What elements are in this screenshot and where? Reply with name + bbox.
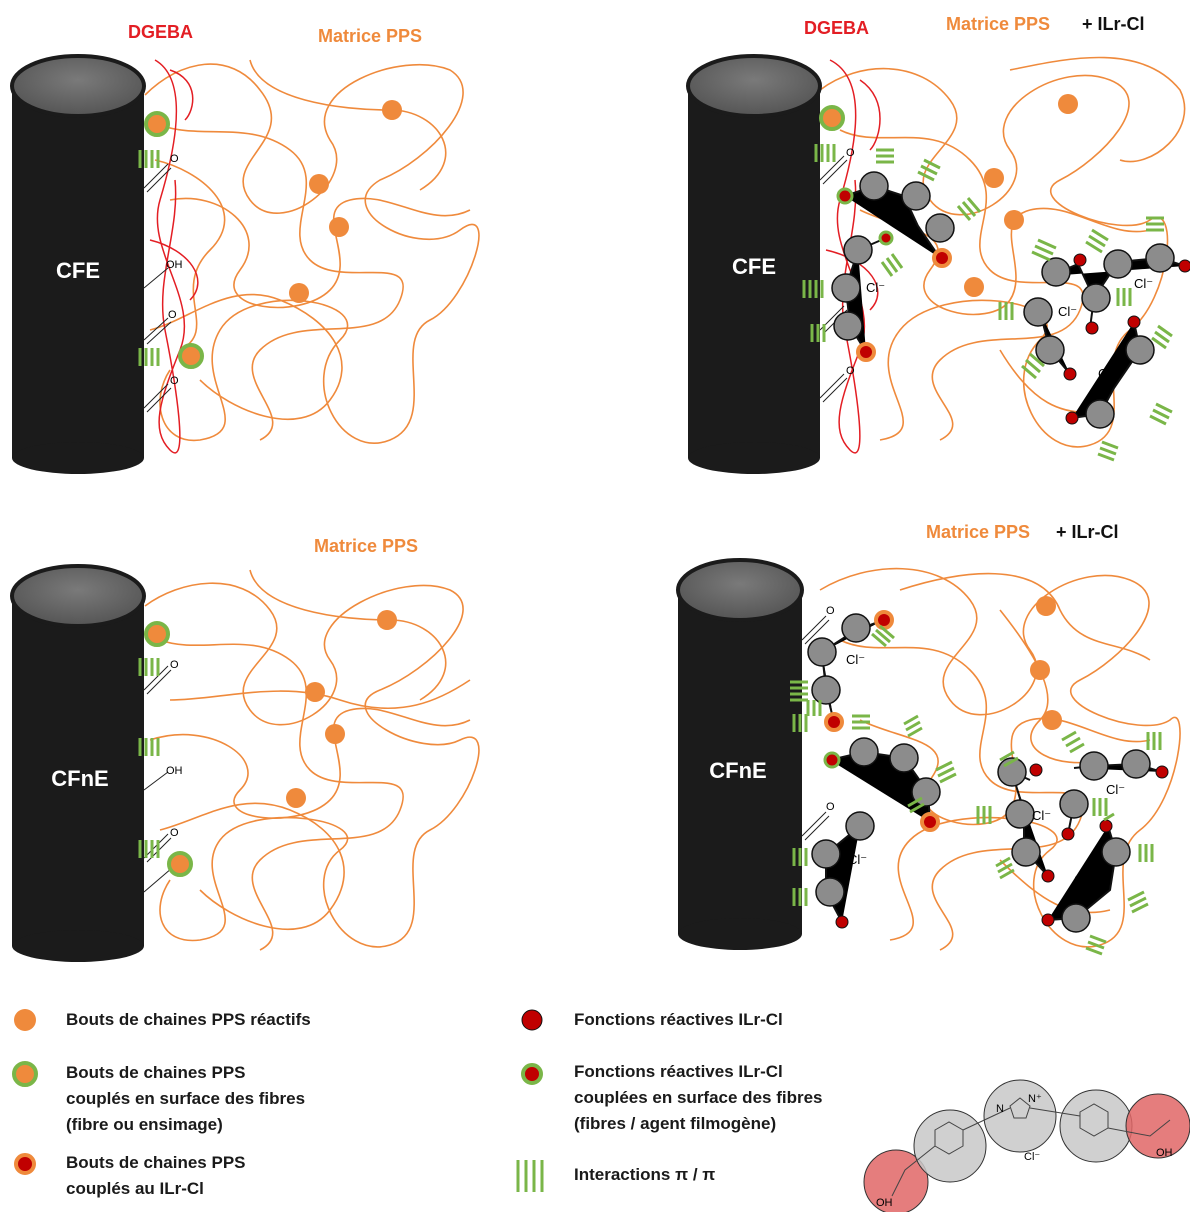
chloride-label: Cl⁻ [876, 772, 895, 787]
ilr-reactive-function [835, 763, 1169, 929]
hydroxyl-label: OH [166, 765, 183, 777]
chloride-label: Cl⁻ [1098, 366, 1117, 381]
chloride-label: Cl⁻ [866, 280, 885, 295]
carbonyl-o: O [826, 801, 835, 813]
molecule-cl: Cl⁻ [1024, 1151, 1040, 1163]
matrix-label: Matrice PPS [946, 14, 1050, 34]
pps-reactive-ends [289, 100, 402, 303]
ilr-cl-molecule: N⁺ N Cl⁻ OH OH [863, 1079, 1190, 1212]
panel-top-right: DGEBA Matrice PPS + ILr-Cl CFE O O [686, 14, 1190, 474]
carbonyl-o: O [846, 365, 855, 377]
carbonyl-o: O [846, 147, 855, 159]
hydroxyl-label: OH [166, 259, 183, 271]
pps-reactive-ends [964, 94, 1078, 297]
molecule-n: N [996, 1103, 1004, 1115]
ilr-reactive-function [1063, 253, 1190, 425]
pps-chains [819, 56, 1186, 448]
carbonyl-o: O [170, 659, 179, 671]
legend-symbols [12, 1009, 544, 1192]
pps-reactive-ends [1030, 596, 1062, 730]
carbonyl-o: O [170, 153, 179, 165]
fiber-label: CFnE [51, 766, 108, 791]
pps-reactive-ends [286, 610, 397, 808]
legend-coupled-ilr-symbol [14, 1153, 36, 1175]
pps-coupled-ilr-ends [824, 610, 940, 832]
legend-reactive-ends: Bouts de chaines PPS réactifs [66, 1010, 311, 1029]
molecule-n-plus: N⁺ [1028, 1093, 1042, 1105]
fiber-cfne [676, 558, 804, 950]
legend-ilr-functions: Fonctions réactives ILr-Cl [574, 1010, 783, 1029]
dgeba-label: DGEBA [804, 18, 869, 38]
pps-coupled-ilr-ends [856, 248, 952, 362]
panel-bottom-left: Matrice PPS CFnE O OH O [10, 536, 480, 962]
pps-chains [144, 569, 480, 951]
pps-coupled-fiber-ends [144, 111, 204, 369]
carbonyl-o: O [170, 827, 179, 839]
dgeba-chains [149, 59, 199, 454]
legend-interactions: Interactions π / π [574, 1165, 716, 1184]
fiber-label: CFE [732, 254, 776, 279]
legend-ilr-function-symbol [521, 1009, 543, 1031]
ilr-bonds [821, 619, 1163, 923]
surface-groups [801, 615, 830, 841]
carbonyl-o: O [170, 375, 179, 387]
pps-coupled-fiber-ends [144, 621, 193, 877]
ilr-label: + ILr-Cl [1082, 14, 1145, 34]
surface-groups [143, 163, 172, 413]
carbonyl-o: O [168, 309, 177, 321]
chloride-label: Cl⁻ [1032, 808, 1051, 823]
legend-ilr-coupled-symbol [521, 1063, 543, 1085]
chloride-label: Cl⁻ [1074, 872, 1093, 887]
fiber-cfe [686, 54, 822, 474]
chloride-label: Cl⁻ [846, 652, 865, 667]
legend-coupled-fibers: Bouts de chaines PPS couplés en surface … [66, 1063, 306, 1134]
ilr-label: + ILr-Cl [1056, 522, 1119, 542]
legend-reactive-end-symbol [14, 1009, 36, 1031]
molecule-oh-left: OH [876, 1197, 893, 1209]
molecule-skeleton [891, 1097, 1171, 1197]
pi-interaction-mark [138, 658, 160, 858]
ilr-ring-node [831, 171, 1175, 429]
legend-coupled-ilr: Bouts de chaines PPS couplés au ILr-Cl [66, 1153, 246, 1198]
molecule-spheres [863, 1079, 1190, 1212]
matrix-label: Matrice PPS [314, 536, 418, 556]
fiber-cfe [10, 54, 146, 474]
chloride-label: Cl⁻ [1134, 276, 1153, 291]
chloride-label: Cl⁻ [1106, 782, 1125, 797]
panel-bottom-right: Matrice PPS + ILr-Cl CFnE O O [676, 522, 1181, 956]
pi-interaction-mark [790, 624, 1162, 956]
fiber-cfne [10, 564, 146, 962]
chloride-label: Cl⁻ [848, 852, 867, 867]
pi-interaction-mark [802, 144, 1173, 462]
legend-pi-symbol [516, 1160, 544, 1192]
matrix-label: Matrice PPS [926, 522, 1030, 542]
fiber-label: CFnE [709, 758, 766, 783]
ilr-coupled-fiber-function [823, 751, 841, 769]
pps-coupled-fiber-ends [819, 105, 845, 131]
chloride-label: Cl⁻ [1058, 304, 1077, 319]
chloride-label: Cl⁻ [888, 210, 907, 225]
fiber-label: CFE [56, 258, 100, 283]
matrix-label: Matrice PPS [318, 26, 422, 46]
surface-groups [143, 665, 173, 893]
ilr-coupled-fiber-function [836, 187, 894, 246]
pps-chains [144, 59, 480, 444]
dgeba-label: DGEBA [128, 22, 193, 42]
molecule-oh-right: OH [1156, 1147, 1173, 1159]
panel-top-left: DGEBA Matrice PPS CFE [10, 22, 480, 474]
legend-coupled-fiber-symbol [12, 1061, 38, 1087]
carbonyl-o: O [826, 605, 835, 617]
legend-ilr-coupled: Fonctions réactives ILr-Cl couplées en s… [574, 1062, 823, 1133]
pi-interaction-mark [138, 150, 160, 366]
